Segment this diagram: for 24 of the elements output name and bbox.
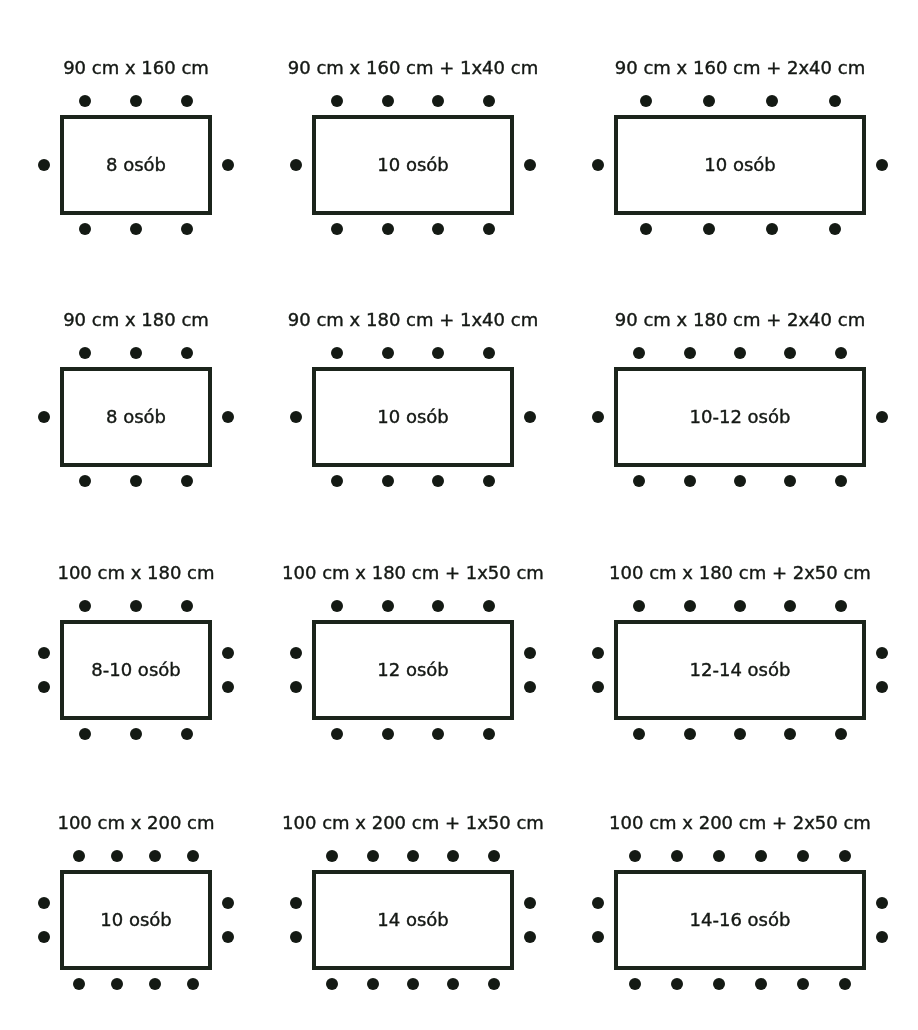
seat-count: 10 osób [377, 406, 449, 428]
seat-count: 10 osób [704, 154, 776, 176]
dimension-heading: 90 cm x 160 cm [63, 57, 209, 79]
dimension-heading: 100 cm x 200 cm + 2x50 cm [609, 812, 871, 834]
dimension-heading: 90 cm x 160 cm + 1x40 cm [287, 57, 539, 79]
seat-count: 12-14 osób [689, 659, 791, 681]
dimension-heading: 90 cm x 160 cm + 2x40 cm [614, 57, 866, 79]
dimension-heading: 100 cm x 180 cm + 1x50 cm [282, 562, 544, 584]
seat-count: 14 osób [377, 909, 449, 931]
dimension-heading: 100 cm x 200 cm + 1x50 cm [282, 812, 544, 834]
seat-count: 14-16 osób [689, 909, 791, 931]
seat-count: 10 osób [377, 154, 449, 176]
seat-count: 10-12 osób [689, 406, 791, 428]
dimension-heading: 100 cm x 180 cm + 2x50 cm [609, 562, 871, 584]
dimension-heading: 100 cm x 180 cm [57, 562, 215, 584]
seat-count: 10 osób [100, 909, 172, 931]
seat-count: 12 osób [377, 659, 449, 681]
dimension-heading: 90 cm x 180 cm + 2x40 cm [614, 309, 866, 331]
dimension-heading: 90 cm x 180 cm [63, 309, 209, 331]
dimension-heading: 90 cm x 180 cm + 1x40 cm [287, 309, 539, 331]
seat-count: 8 osób [106, 154, 166, 176]
dimension-heading: 100 cm x 200 cm [57, 812, 215, 834]
seat-count: 8-10 osób [91, 659, 181, 681]
seat-count: 8 osób [106, 406, 166, 428]
